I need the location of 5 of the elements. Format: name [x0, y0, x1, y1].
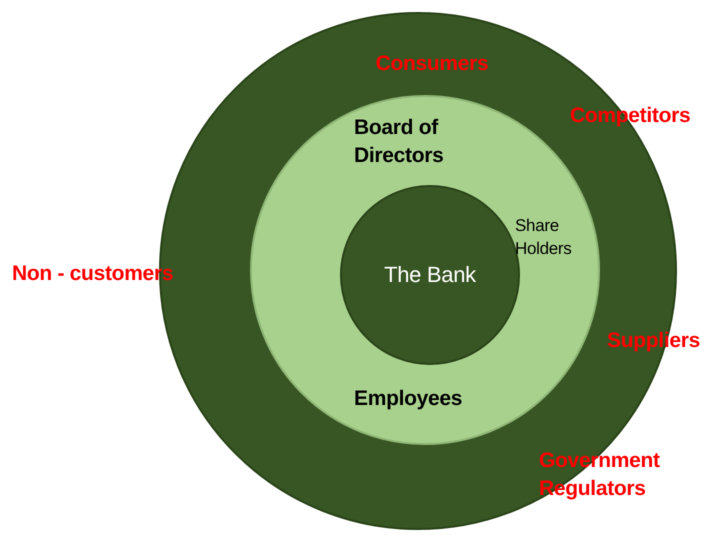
stakeholder-label: Share Holders	[515, 215, 572, 260]
stakeholder-label: Consumers	[374, 51, 490, 77]
stakeholder-label: Board of Directors	[354, 115, 445, 170]
stakeholder-label: Employees	[354, 386, 464, 412]
center-label: The Bank	[383, 261, 477, 289]
